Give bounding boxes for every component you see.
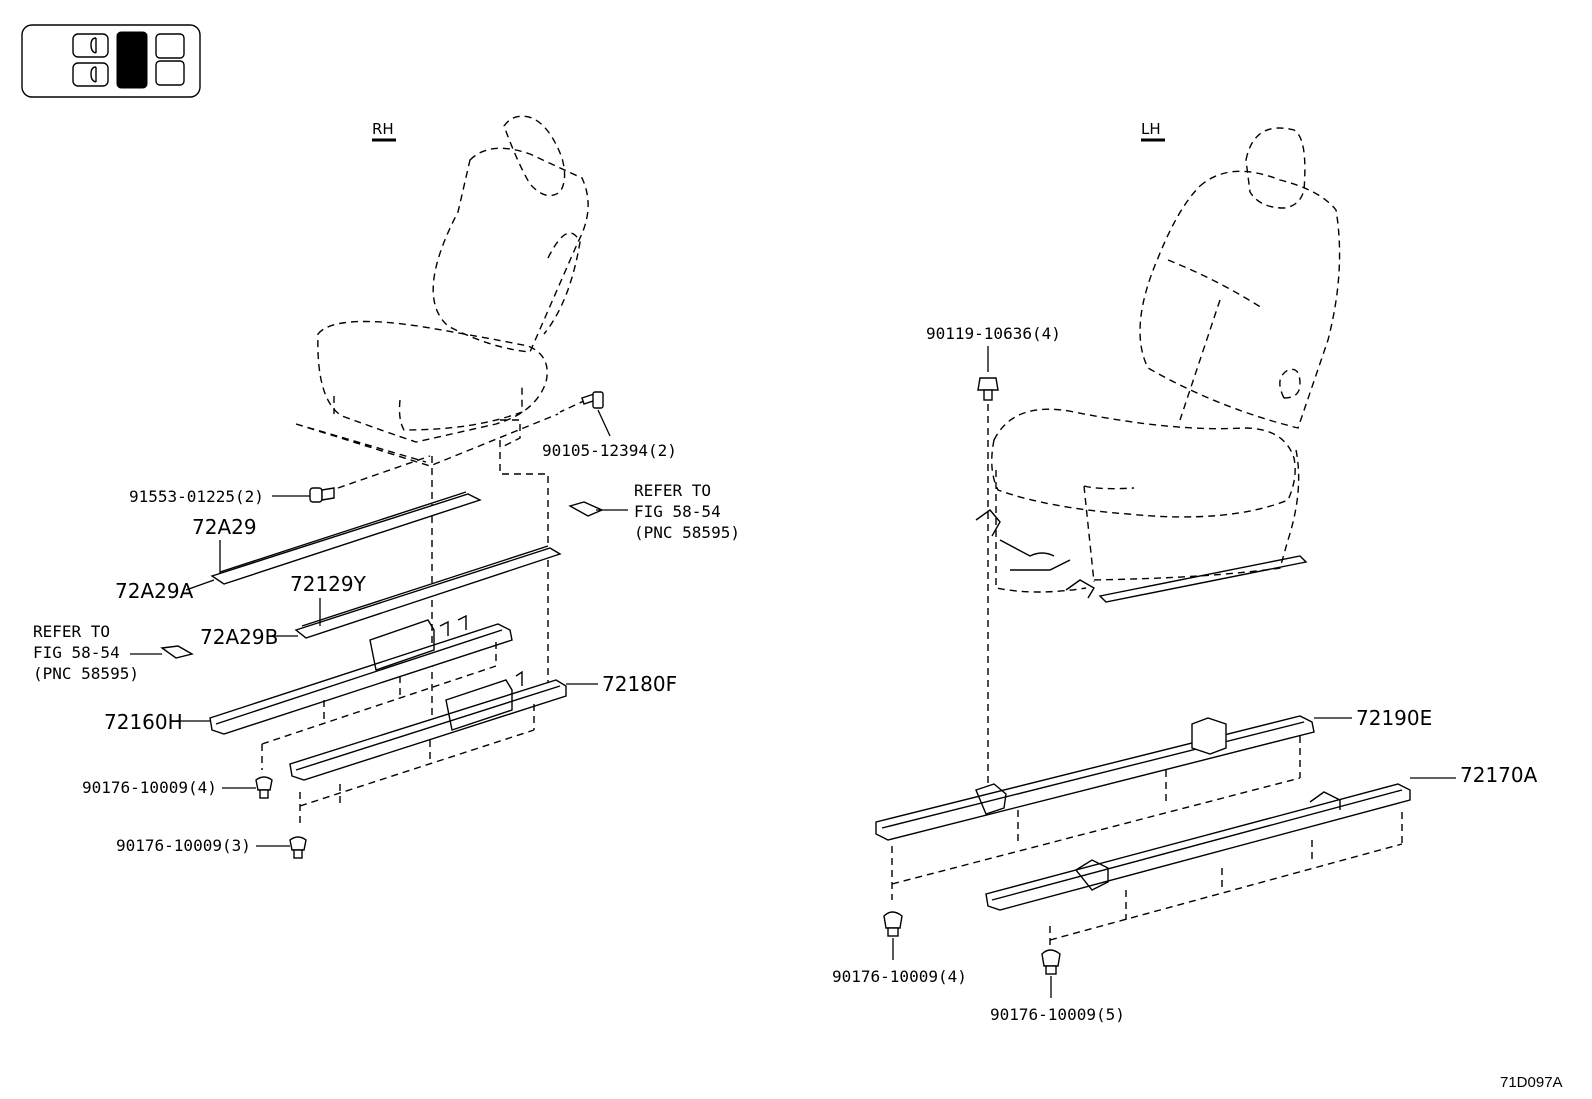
- highlighted-seat-marker: [116, 31, 148, 89]
- figure-code: 71D097A: [1500, 1074, 1563, 1091]
- refer-left-line1: REFER TO: [33, 622, 110, 641]
- callout-rh-screw-top: 90105-12394(2): [542, 441, 677, 460]
- lh-clip-5-icon: [1041, 949, 1061, 975]
- refer-right-line3: (PNC 58595): [634, 523, 740, 542]
- rh-track-outer-part: [289, 670, 567, 826]
- callout-rh-screw-left: 91553-01225(2): [129, 487, 264, 506]
- callout-rh-cover-b: 72A29B: [200, 625, 278, 649]
- refer-right-line1: REFER TO: [634, 481, 711, 500]
- rh-cover-y-part: [294, 547, 562, 639]
- refer-right-line2: FIG 58-54: [634, 502, 721, 521]
- seat-locator-icon: [21, 24, 201, 98]
- callout-rh-track-inner: 72160H: [104, 710, 183, 734]
- lh-track-outer-part: [985, 783, 1411, 950]
- refer-clip-right-icon: [568, 501, 604, 517]
- callout-lh-track-inner: 72190E: [1356, 706, 1432, 730]
- callout-lh-clip-5: 90176-10009(5): [990, 1005, 1125, 1024]
- lh-heading: LH: [1141, 120, 1161, 138]
- rh-track-inner-part: [209, 614, 513, 770]
- rh-heading: RH: [372, 120, 394, 138]
- lh-track-inner-part: [875, 715, 1315, 900]
- refer-left-line3: (PNC 58595): [33, 664, 139, 683]
- callout-rh-clip-3: 90176-10009(3): [116, 836, 251, 855]
- rh-clip-3-icon: [289, 836, 307, 859]
- rh-screw-left-icon: [309, 487, 335, 503]
- lh-bolt-icon: [977, 377, 999, 401]
- lh-clip-4-icon: [883, 911, 903, 937]
- callout-rh-track-outer: 72180F: [602, 672, 677, 696]
- callout-rh-cover-a-sub: 72A29A: [115, 579, 194, 603]
- rh-clip-4-icon: [255, 776, 273, 799]
- callout-lh-track-outer: 72170A: [1460, 763, 1538, 787]
- callout-lh-clip-4: 90176-10009(4): [832, 967, 967, 986]
- refer-clip-left-icon: [160, 645, 194, 659]
- lh-seat-outline: [975, 127, 1341, 603]
- refer-left-line2: FIG 58-54: [33, 643, 120, 662]
- callout-rh-clip-4: 90176-10009(4): [82, 778, 217, 797]
- rh-seat-outline: [295, 115, 589, 475]
- callout-rh-cover-a: 72A29: [192, 515, 257, 539]
- rh-screw-top-icon: [581, 391, 604, 409]
- callout-lh-bolt: 90119-10636(4): [926, 324, 1061, 343]
- rh-cover-a-part: [210, 493, 482, 585]
- callout-rh-cover-y: 72129Y: [290, 572, 367, 596]
